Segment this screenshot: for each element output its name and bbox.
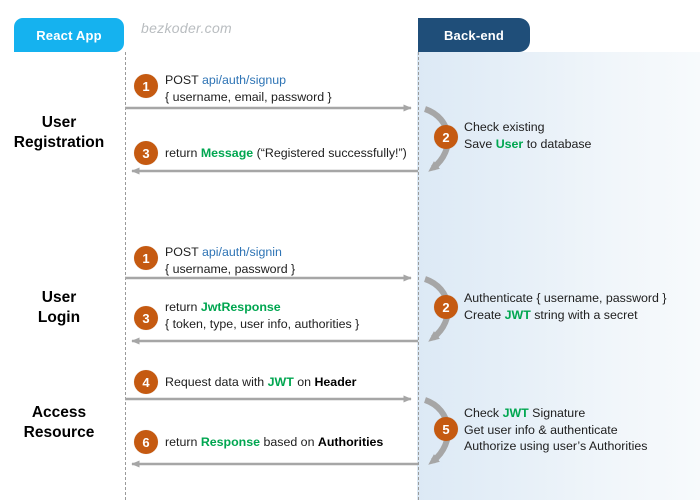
message-step5-access-line3: Authorize using user’s Authorities [464,439,648,454]
step-badge-3-login: 3 [134,306,158,330]
message-step5-access-token: JWT [502,406,529,420]
message-step3-registration: return Message (“Registered successfully… [165,145,407,162]
message-step5-access-line2: Get user info & authenticate [464,422,618,437]
message-step1-registration: POST api/auth/signup { username, email, … [165,72,332,105]
section-label-login-line2: Login [37,308,81,326]
message-step5-access: Check JWT Signature Get user info & auth… [464,405,647,455]
message-step1-login-endpoint: api/auth/signin [201,245,282,259]
step-badge-2-registration: 2 [434,125,458,149]
actor-react-app: React App [14,18,124,52]
actor-backend: Back-end [418,18,530,52]
message-step1-login-payload: { username, password } [165,261,296,276]
actor-react-app-label: React App [36,27,102,43]
section-label-access-line2: Resource [23,423,95,441]
message-step3-registration-pre: return [165,146,201,160]
message-step2-registration-line1: Check existing [464,120,545,134]
step-badge-3-registration: 3 [134,141,158,165]
message-step6-access-authorities: Authorities [317,435,384,449]
step-badge-1-login: 1 [134,246,158,270]
section-label-registration-line2: Registration [13,133,105,151]
message-step3-login-payload: { token, type, user info, authorities } [165,316,360,331]
message-step5-access-line1-pre: Check [464,406,503,420]
message-step3-login-type: JwtResponse [200,300,281,314]
message-step1-registration-endpoint: api/auth/signup [201,73,287,87]
message-step3-login-pre: return [165,300,201,314]
step-badge-2-login: 2 [434,295,458,319]
section-label-registration-line1: User [41,114,77,131]
message-step6-access: return Response based on Authorities [165,434,383,451]
message-step1-registration-method: POST [165,73,202,87]
message-step6-access-mid: based on [260,435,318,449]
message-step1-login-method: POST [165,245,202,259]
message-step5-access-line1-post: Signature [528,406,586,420]
message-step2-registration-entity: User [495,136,524,151]
backend-region [417,52,700,500]
message-step1-login: POST api/auth/signin { username, passwor… [165,244,295,277]
watermark: bezkoder.com [141,20,233,36]
message-step4-access: Request data with JWT on Header [165,374,356,391]
message-step2-login: Authenticate { username, password } Crea… [464,290,667,323]
message-step2-login-line1: Authenticate { username, password } [464,291,667,305]
message-step1-registration-payload: { username, email, password } [165,89,332,104]
message-step4-access-mid: on [293,375,315,389]
message-step4-access-pre: Request data with [165,375,268,389]
message-step4-access-header: Header [314,375,357,389]
step-badge-6-access: 6 [134,430,158,454]
message-step6-access-type: Response [200,435,261,449]
section-label-access: Access Resource [0,403,119,443]
lifeline-client [125,52,126,500]
lifeline-server [418,52,419,500]
message-step2-registration-line2-pre: Save [464,136,496,151]
section-label-registration: User Registration [0,113,119,153]
actor-backend-label: Back-end [443,27,505,43]
message-step4-access-token: JWT [267,375,294,389]
message-step3-login: return JwtResponse { token, type, user i… [165,299,359,332]
message-step6-access-pre: return [165,435,201,449]
message-step2-registration-line2-post: to database [523,136,592,151]
message-step2-registration: Check existing Save User to database [464,119,591,152]
section-label-access-line1: Access [31,404,87,421]
message-step2-login-token: JWT [504,307,531,322]
step-badge-5-access: 5 [434,417,458,441]
section-label-login: User Login [0,288,119,328]
message-step2-login-line2-post: string with a secret [530,307,638,322]
section-label-login-line1: User [41,289,77,306]
message-step2-login-line2-pre: Create [464,307,505,322]
step-badge-1-registration: 1 [134,74,158,98]
message-step3-registration-type: Message [200,146,254,160]
message-step3-registration-post: (“Registered successfully!”) [253,146,407,160]
step-badge-4-access: 4 [134,370,158,394]
